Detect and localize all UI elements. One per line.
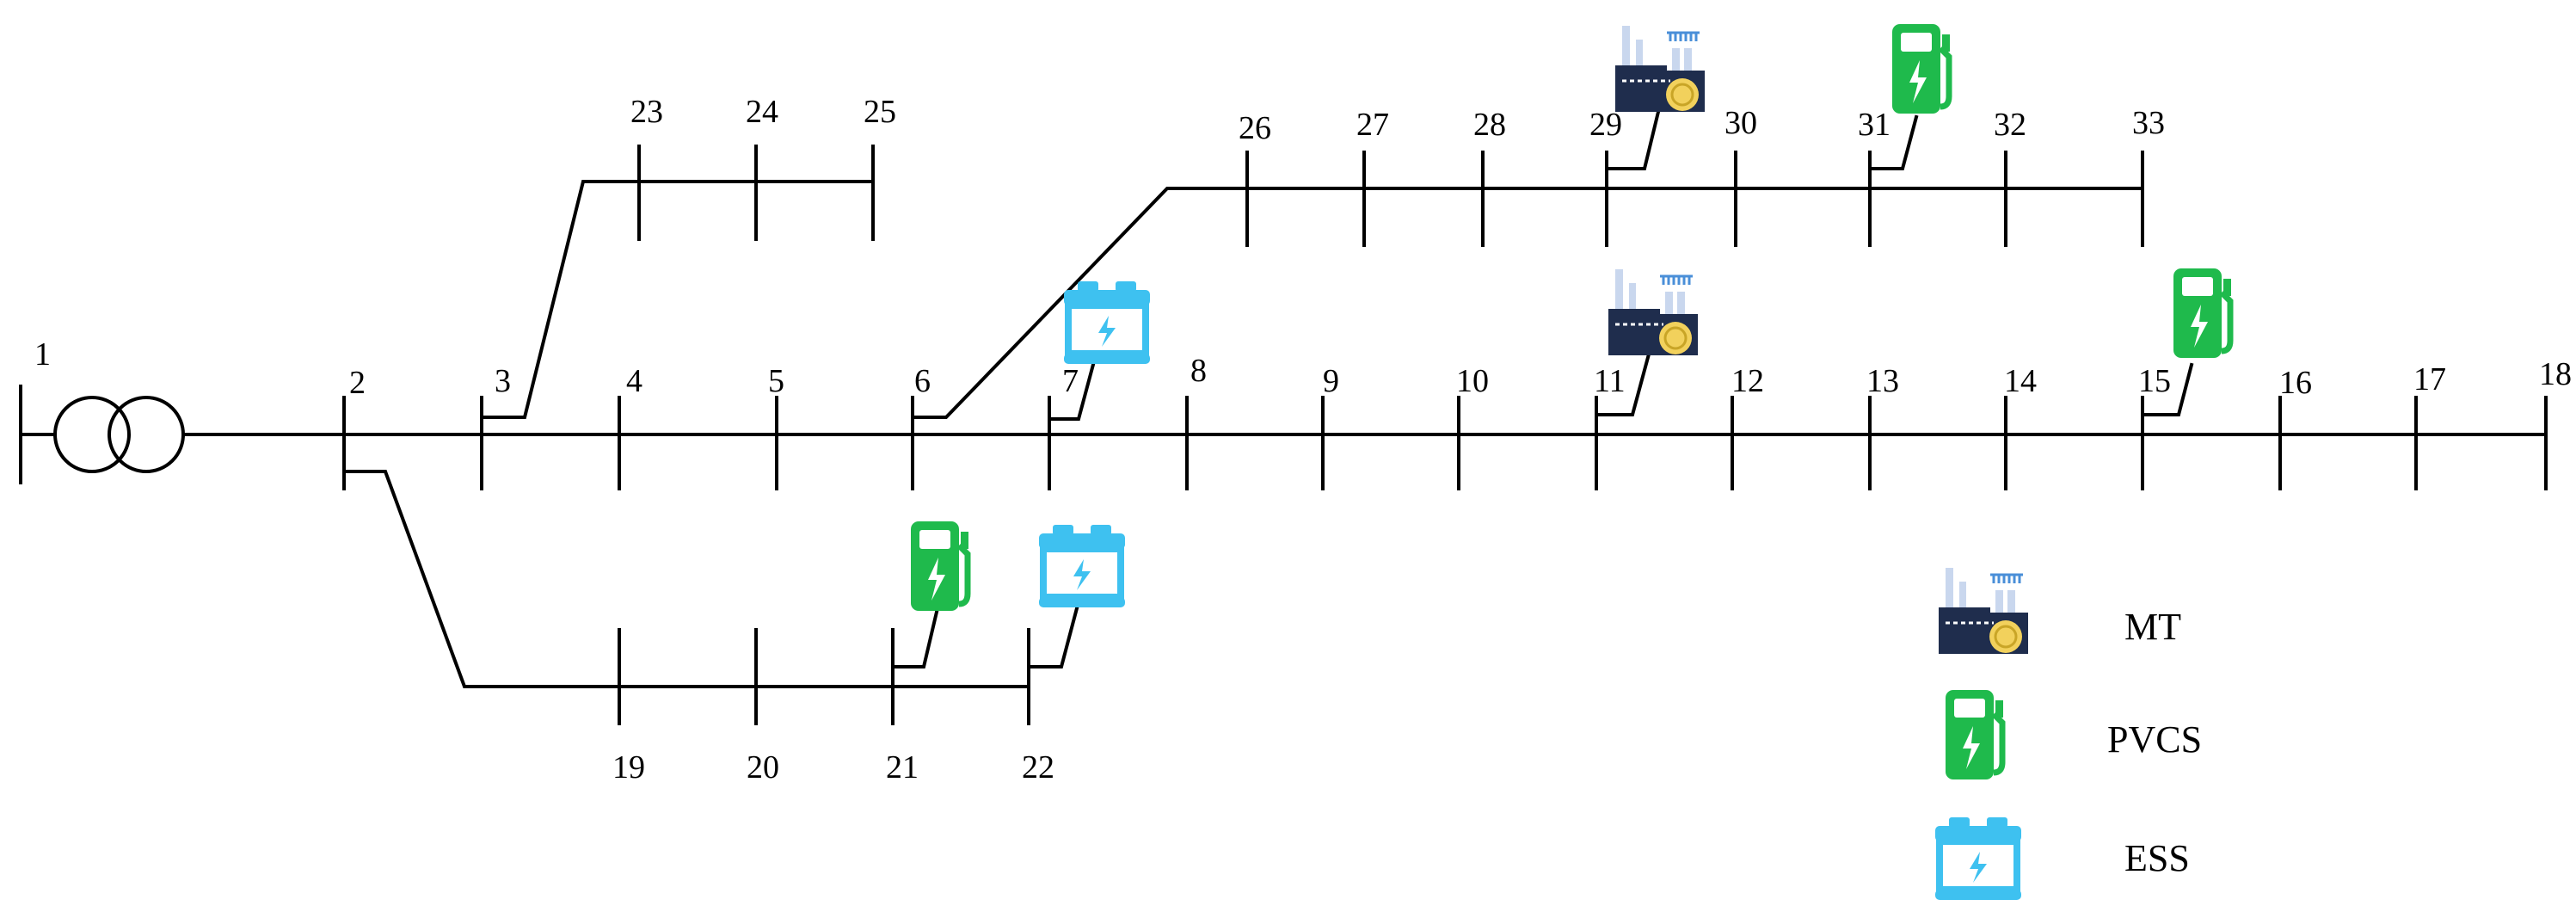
source-bus [19,385,57,484]
lateral-3-23-line [480,180,875,419]
lateral-2-19-line [342,470,1030,688]
lateral-19-22-bus-ticks [618,628,1030,725]
bus-label-15: 15 [2138,363,2171,399]
bus-label-17: 17 [2413,361,2446,397]
legend-battery-icon [1935,817,2021,900]
bus-label-12: 12 [1731,363,1764,399]
bus-label-30: 30 [1725,105,1757,141]
device-connectors [891,109,2194,668]
bus-label-29: 29 [1589,107,1622,143]
bus-label-4: 4 [626,363,642,399]
legend-label-pvcs: PVCS [2107,718,2202,761]
bus-label-26: 26 [1239,110,1271,146]
lateral-23-25-bus-ticks [637,145,875,241]
bus-label-27: 27 [1356,107,1389,143]
bus-label-11: 11 [1594,363,1626,399]
legend-microturbine-icon [1937,566,2030,656]
bus-label-23: 23 [630,94,663,130]
bus-label-32: 32 [1994,107,2026,143]
ess-icon-bus-7 [1064,281,1150,364]
bus-label-6: 6 [914,363,931,399]
charging-station-icon-bus-15 [2173,268,2231,358]
bus-label-22: 22 [1022,749,1054,786]
ess-icon-bus-22 [1039,525,1125,607]
bus-label-24: 24 [746,94,778,130]
lateral-6-26-line [911,187,2144,419]
bus-label-3: 3 [495,363,511,399]
bus-label-33: 33 [2132,105,2165,141]
transformer-icon [53,396,185,473]
charging-station-icon-bus-31 [1892,24,1950,114]
bus-label-2: 2 [349,365,366,401]
microturbine-icon-bus-29 [1614,24,1706,114]
legend: MT PVCS ESS [1935,566,2202,900]
bus-label-1: 1 [34,336,51,373]
bus-label-28: 28 [1473,107,1506,143]
bus-label-20: 20 [747,749,779,786]
bus-label-31: 31 [1858,107,1891,143]
main-feeder-bus-ticks [342,396,2548,490]
charging-station-icon-bus-21 [911,521,968,611]
bus-label-19: 19 [612,749,645,786]
bus-label-13: 13 [1866,363,1899,399]
legend-charging-station-icon [1946,690,2003,779]
bus-label-14: 14 [2004,363,2037,399]
bus-label-5: 5 [768,363,784,399]
bus-labels: 1 2 3 4 5 6 7 8 9 10 11 12 13 14 15 16 1… [34,94,2572,786]
legend-label-mt: MT [2124,606,2181,648]
bus-label-7: 7 [1062,363,1079,399]
bus-label-21: 21 [886,749,919,786]
bus-label-10: 10 [1456,363,1489,399]
legend-label-ess: ESS [2124,837,2190,879]
bus-label-18: 18 [2539,356,2572,392]
bus-label-16: 16 [2279,365,2312,401]
lateral-26-33-bus-ticks [1245,151,2144,247]
bus-label-25: 25 [864,94,896,130]
microturbine-icon-bus-11 [1607,268,1700,357]
bus-label-9: 9 [1323,363,1339,399]
bus-label-8: 8 [1190,353,1207,389]
